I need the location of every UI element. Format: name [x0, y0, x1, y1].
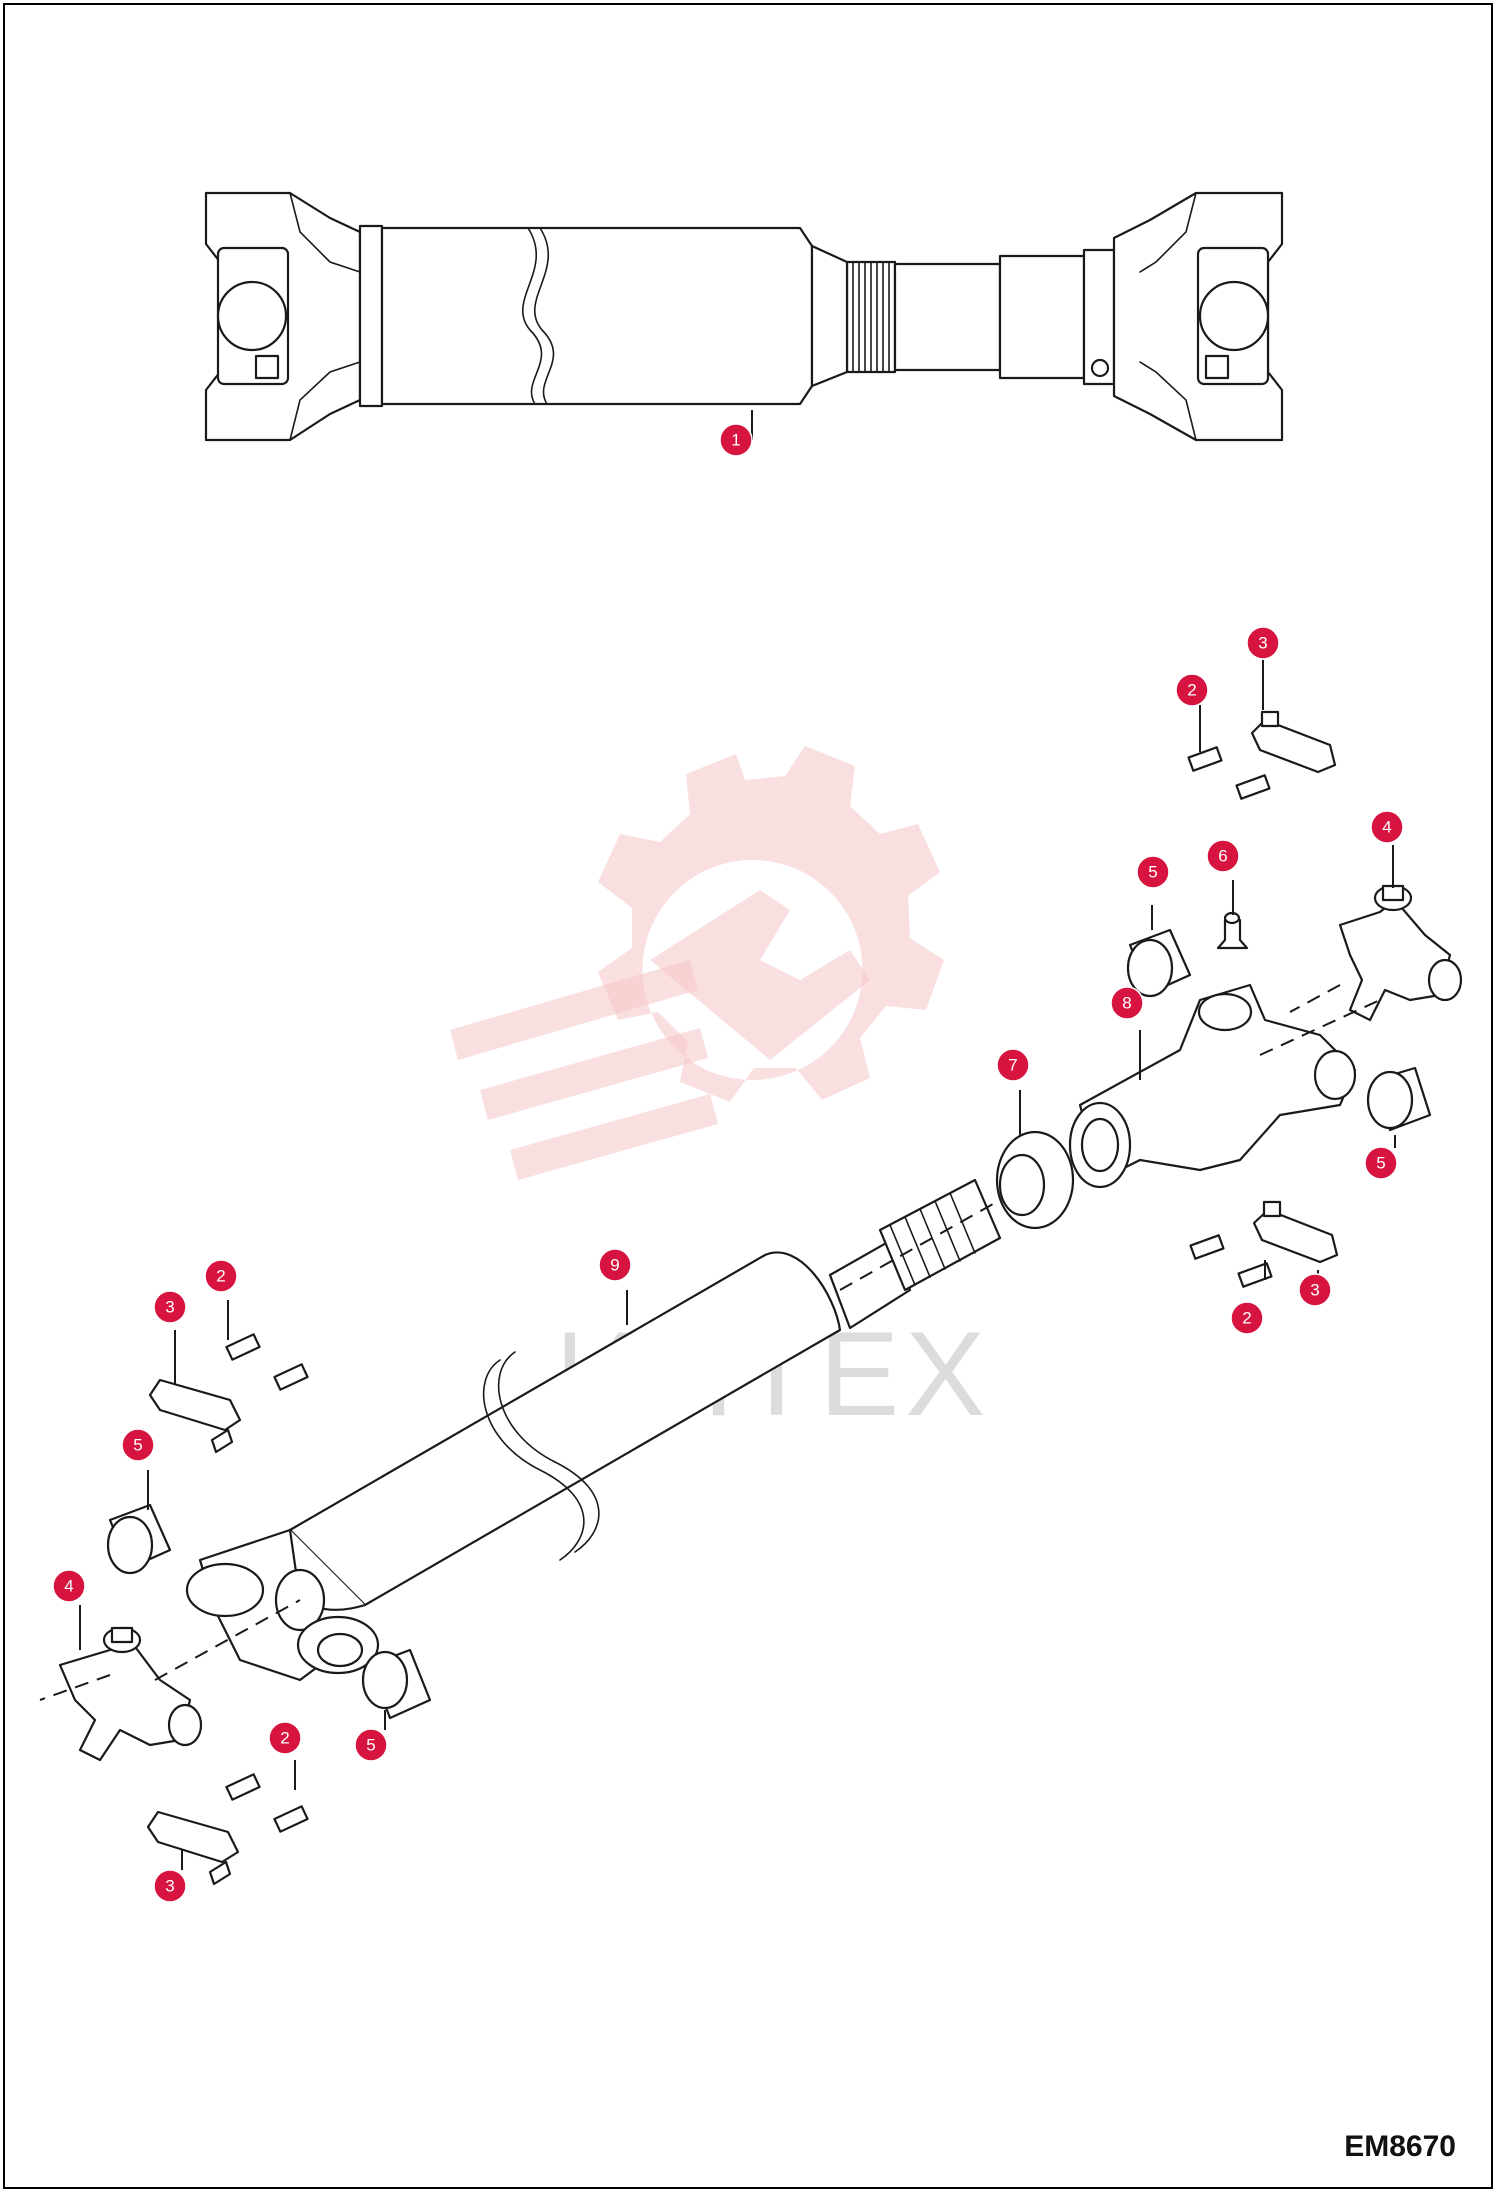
svg-text:5: 5: [1148, 863, 1157, 882]
svg-text:7: 7: [1008, 1056, 1017, 1075]
callout-marker: 2: [1230, 1301, 1264, 1335]
svg-text:1: 1: [731, 431, 740, 450]
callout-marker: 5: [121, 1428, 155, 1462]
callout-marker: 4: [1370, 810, 1404, 844]
callout-marker: 1: [719, 423, 753, 457]
callout-marker: 2: [1175, 673, 1209, 707]
left-weld-yoke: [185, 1528, 380, 1682]
svg-text:6: 6: [1218, 847, 1227, 866]
assembly-axis-lines: [39, 984, 1381, 1701]
bearing-cup-left-top: [106, 1503, 172, 1575]
bearing-cup-right-top: [1126, 928, 1192, 998]
callout-marker: 3: [1298, 1273, 1332, 1307]
callout-marker: 8: [1110, 986, 1144, 1020]
grease-fitting-part: [1216, 911, 1249, 950]
strap-right-top: [1187, 710, 1337, 800]
callout-marker: 3: [153, 1869, 187, 1903]
callout-markers: 1 3 2 5 6 4 8 7 5 9 3 2 2 3 5 4 2 5 3: [52, 423, 1404, 1903]
svg-text:5: 5: [366, 1736, 375, 1755]
assembled-drive-shaft: [204, 191, 1284, 442]
svg-text:5: 5: [133, 1436, 142, 1455]
svg-text:3: 3: [1258, 634, 1267, 653]
svg-text:5: 5: [1376, 1154, 1385, 1173]
callout-marker: 2: [204, 1259, 238, 1293]
universal-joint-left: [58, 1626, 203, 1762]
slip-yoke-part: [1068, 983, 1357, 1189]
svg-text:8: 8: [1122, 994, 1131, 1013]
callout-marker: 2: [268, 1721, 302, 1755]
svg-text:3: 3: [165, 1877, 174, 1896]
callout-marker: 5: [354, 1728, 388, 1762]
callout-marker: 9: [598, 1248, 632, 1282]
callout-leaders: [79, 410, 1396, 1870]
universal-joint-right: [1338, 884, 1463, 1022]
svg-text:2: 2: [1242, 1309, 1251, 1328]
svg-text:2: 2: [1187, 681, 1196, 700]
strap-left-top: [148, 1333, 309, 1454]
callout-marker: 6: [1206, 839, 1240, 873]
svg-text:4: 4: [64, 1577, 73, 1596]
svg-text:9: 9: [610, 1256, 619, 1275]
svg-text:2: 2: [216, 1267, 225, 1286]
bearing-cup-left-bottom: [361, 1648, 432, 1720]
callout-marker: 7: [996, 1048, 1030, 1082]
tube-shaft-part: [274, 1178, 1002, 1611]
dust-seal-ring-part: [995, 1130, 1075, 1230]
callout-marker: 3: [1246, 626, 1280, 660]
callout-marker: 3: [153, 1290, 187, 1324]
watermark-gear-icon: [450, 746, 944, 1180]
svg-text:4: 4: [1382, 818, 1391, 837]
svg-text:3: 3: [1310, 1281, 1319, 1300]
svg-text:3: 3: [165, 1298, 174, 1317]
callout-marker: 5: [1136, 855, 1170, 889]
svg-text:2: 2: [280, 1729, 289, 1748]
drawing-code: EM8670: [1344, 2130, 1456, 2163]
callout-marker: 5: [1364, 1146, 1398, 1180]
callout-marker: 4: [52, 1569, 86, 1603]
strap-right-bottom: [1189, 1200, 1339, 1288]
bearing-cup-right-bottom: [1366, 1066, 1432, 1132]
strap-left-bottom: [146, 1773, 309, 1886]
